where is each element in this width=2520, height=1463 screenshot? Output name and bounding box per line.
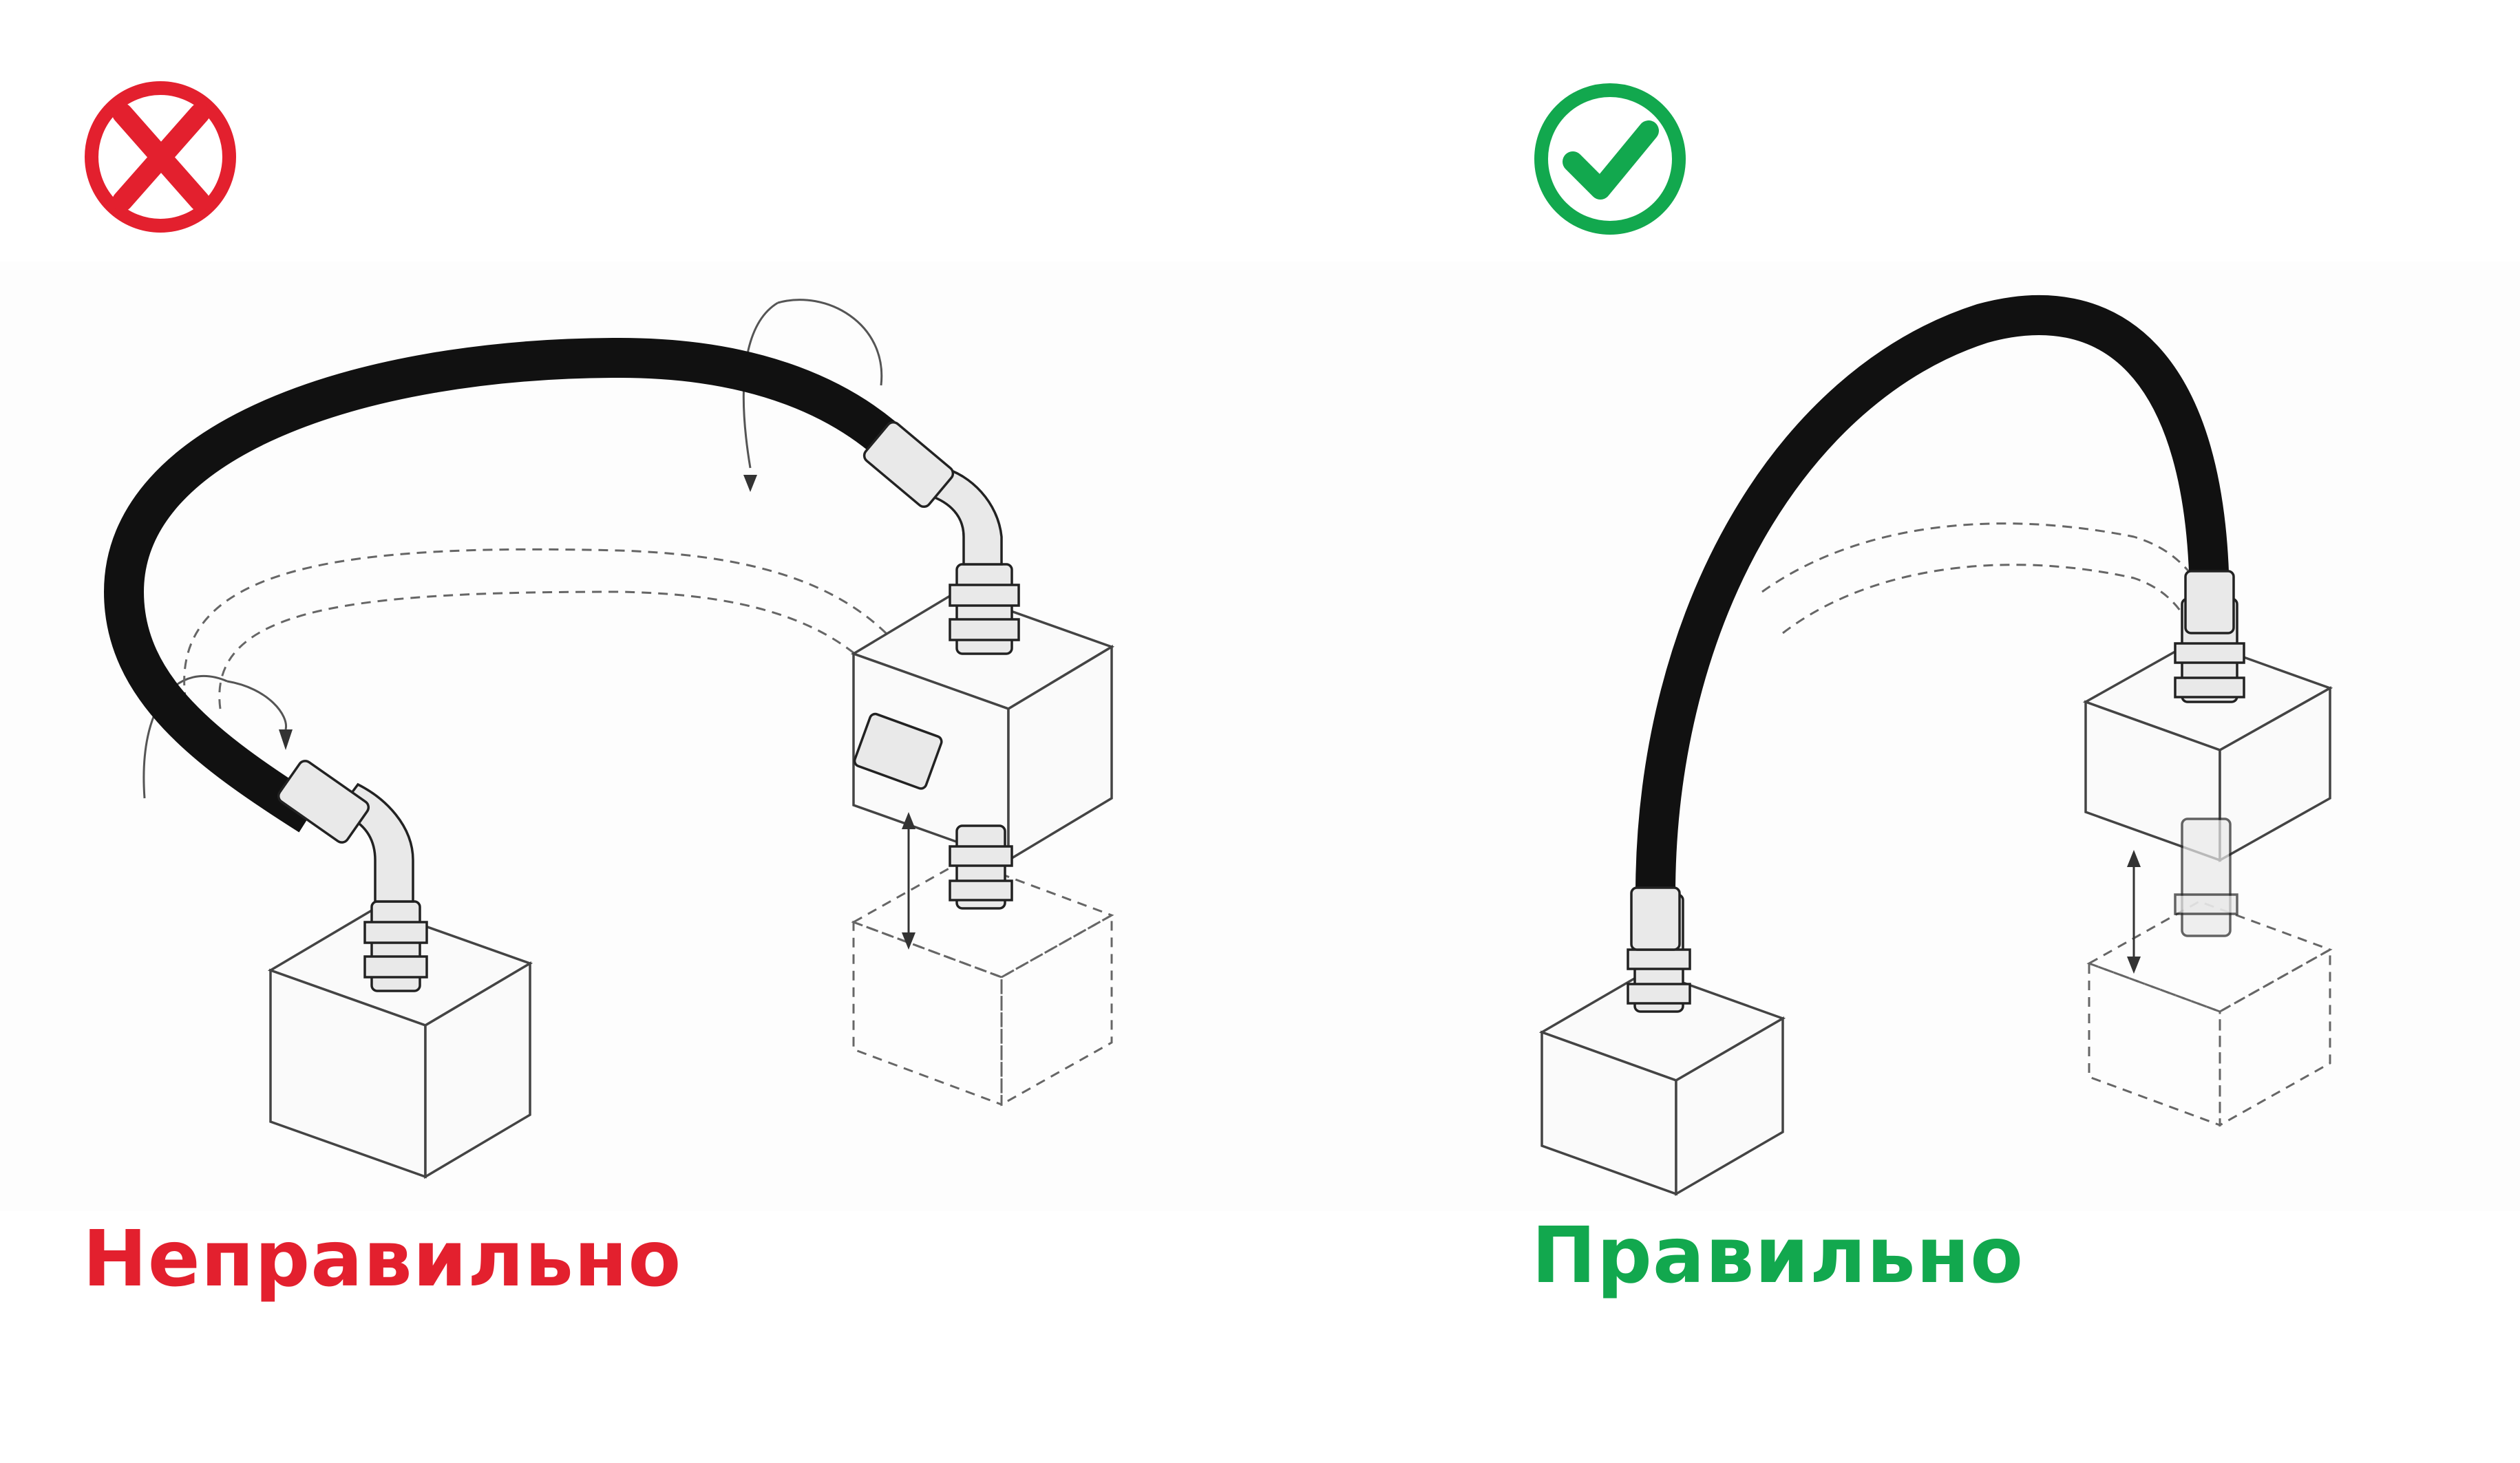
incorrect-caption: Неправильно (83, 1215, 682, 1304)
correct-caption: Правильно (1532, 1211, 2024, 1301)
